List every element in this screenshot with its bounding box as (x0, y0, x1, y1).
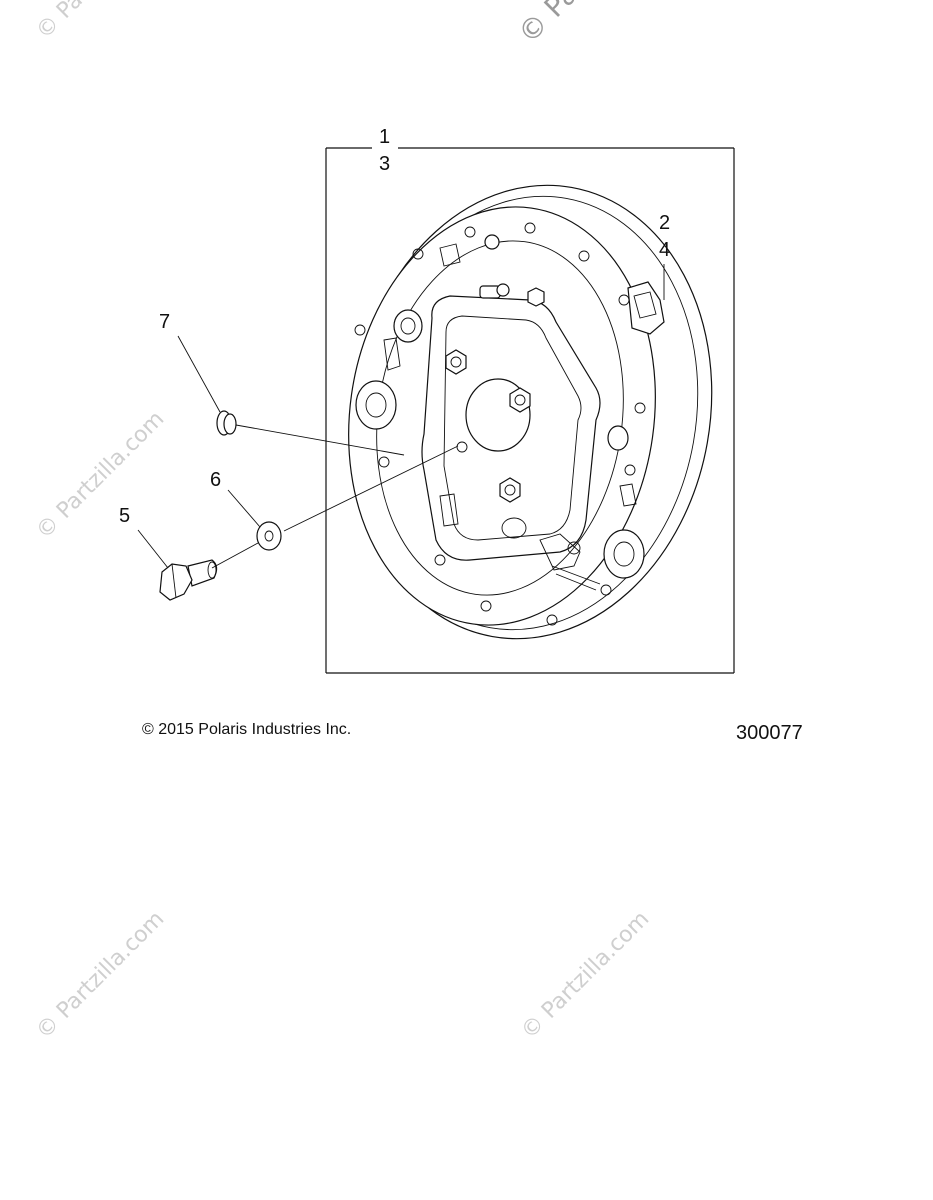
callout-5: 5 (119, 505, 130, 527)
washer-part (256, 521, 282, 551)
callout-3: 3 (379, 153, 390, 175)
callout-4: 4 (659, 239, 670, 261)
watermark-bottom-left: © Partzilla.com (32, 907, 170, 1045)
callout-1: 1 (379, 126, 390, 148)
rim-bolt-holes (354, 222, 646, 626)
copyright-text: © 2015 Polaris Industries Inc. (142, 721, 352, 738)
callout-2: 2 (659, 212, 670, 234)
figure-number: 300077 (736, 722, 803, 744)
watermark-top-left: © Partzilla.com (32, 0, 170, 44)
flange-bolt-part (159, 559, 218, 601)
callout-6: 6 (210, 469, 221, 491)
bearings (355, 309, 645, 579)
watermark-top-fragment: © Par (512, 0, 593, 50)
callout-7: 7 (159, 311, 170, 333)
callout-labels: 1 3 2 4 7 6 5 (119, 126, 670, 527)
leader-lines (137, 264, 665, 569)
watermark-bottom-center: © Partzilla.com (517, 907, 655, 1045)
backing-plate-assembly (348, 184, 713, 640)
assembly-frame (325, 147, 735, 674)
plug-part (216, 410, 237, 436)
watermark-mid-left: © Partzilla.com (32, 407, 170, 545)
plate-bolts (445, 349, 531, 503)
